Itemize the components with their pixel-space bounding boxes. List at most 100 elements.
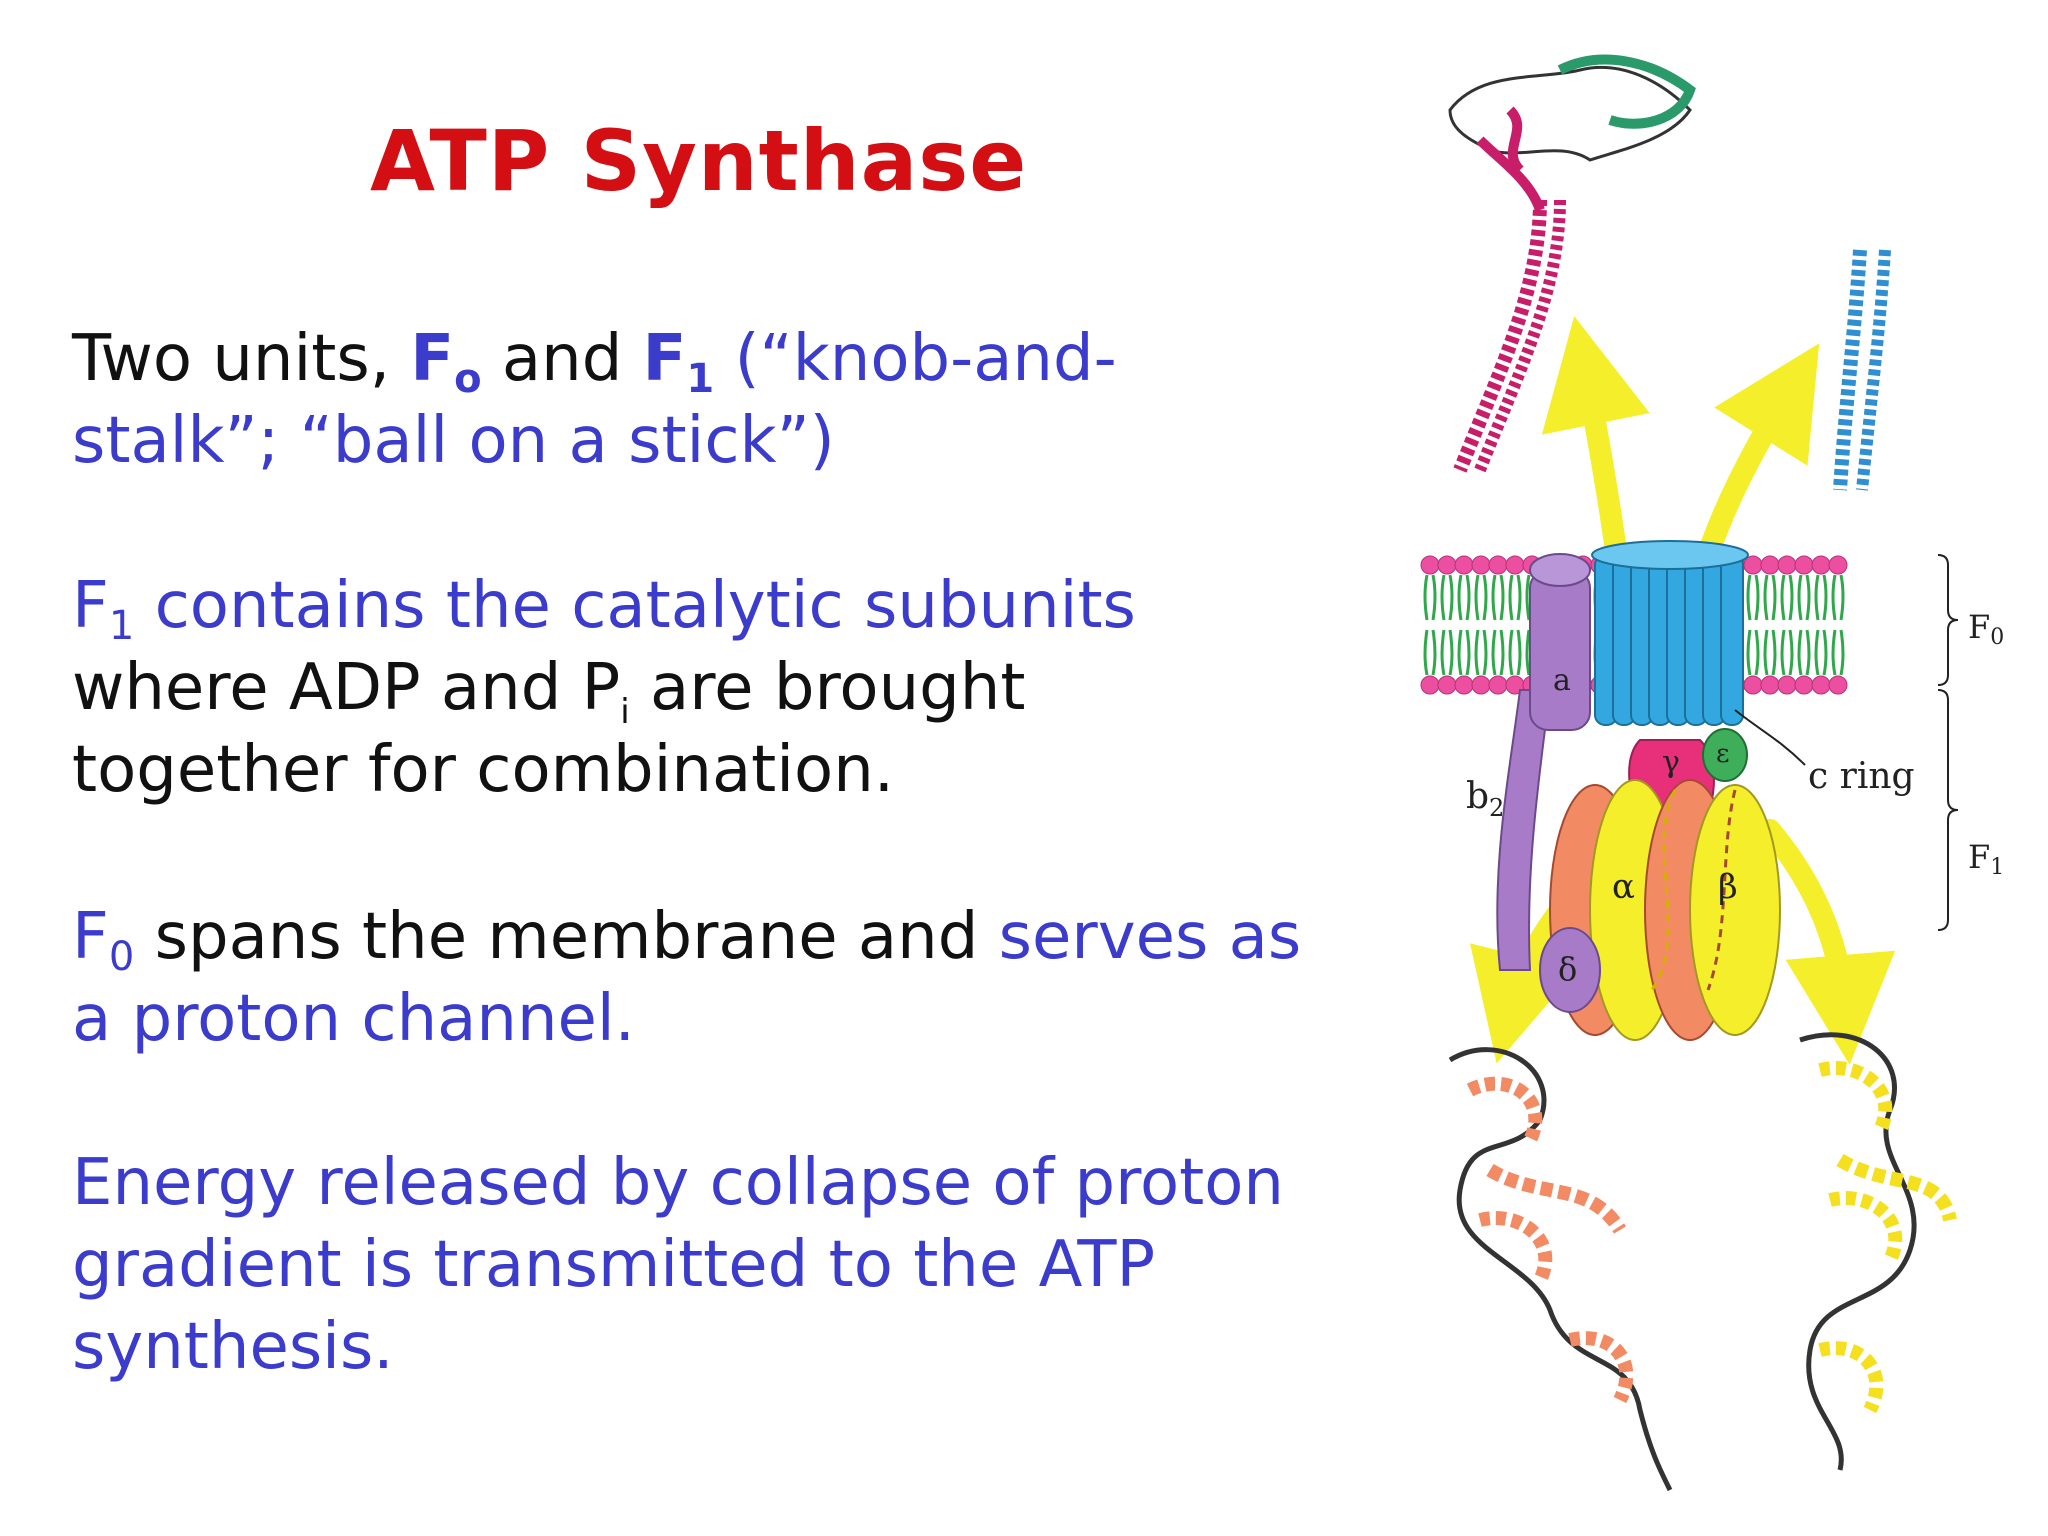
lipid-head	[1454, 555, 1474, 575]
lipid-tail	[1491, 629, 1505, 676]
lipid-head	[1794, 675, 1814, 695]
lipid-tail	[1831, 574, 1845, 621]
text-run: F	[1968, 608, 1990, 646]
subunit-a	[1496, 553, 1591, 971]
paragraph-line: synthesis.	[72, 1310, 394, 1384]
lipid-tail	[1457, 574, 1471, 621]
atp-synthase-diagram: a γ ε α β δ b2 c ring F0 F1	[1420, 54, 2004, 1492]
text-run: spans the membrane and	[134, 900, 999, 974]
text-run: serves as	[998, 900, 1302, 974]
lipid-tail	[1780, 574, 1794, 621]
label-b2: b2	[1466, 776, 1504, 822]
lipid-tail	[1491, 574, 1505, 621]
label-f1: F1	[1968, 838, 2004, 880]
lipid-head	[1471, 555, 1491, 575]
text-run: F	[410, 322, 455, 396]
lipid-head	[1488, 675, 1508, 695]
lipid-head	[1760, 555, 1780, 575]
epsilon-subunit	[1702, 728, 1748, 782]
label-beta: β	[1718, 867, 1738, 907]
label-f0: F0	[1968, 608, 2004, 650]
subscript: 0	[108, 934, 135, 980]
lipid-tail	[1440, 574, 1454, 621]
paragraph-line: stalk”; “ball on a stick”)	[72, 404, 835, 478]
text-run: and	[481, 322, 643, 396]
c-ring-helix	[1720, 554, 1744, 726]
c-ring-top	[1591, 540, 1749, 570]
lipid-head	[1488, 555, 1508, 575]
lipid-tail	[1763, 629, 1777, 676]
text-run: are brought	[629, 651, 1026, 725]
subscript: 1	[686, 356, 715, 402]
text-run: b	[1466, 776, 1489, 817]
c-ring-pointer	[1734, 709, 1806, 766]
lipid-tail	[1831, 629, 1845, 676]
text-run: F	[1968, 838, 1990, 876]
label-alpha: α	[1612, 867, 1635, 907]
subscript: o	[454, 356, 482, 402]
label-delta: δ	[1558, 950, 1577, 988]
text-run: F	[72, 900, 109, 974]
lipid-head	[1828, 675, 1848, 695]
lipid-tail	[1423, 574, 1437, 621]
text-run: F	[72, 569, 109, 643]
paragraph-f0: F0 spans the membrane and serves as a pr…	[72, 896, 1301, 1060]
lipid-head	[1828, 555, 1848, 575]
label-c-ring: c ring	[1808, 756, 1915, 797]
f1-label: F1	[642, 322, 715, 399]
text-run: F	[642, 322, 687, 396]
lipid-tail	[1508, 629, 1522, 676]
lipid-tail	[1763, 574, 1777, 621]
alpha-subunit-structure	[1448, 1047, 1673, 1492]
lipid-tail	[1474, 629, 1488, 676]
paragraph-line: gradient is transmitted to the ATP	[72, 1228, 1156, 1302]
label-gamma: γ	[1662, 745, 1680, 780]
text-run: contains the catalytic subunits	[134, 569, 1136, 643]
label-epsilon: ε	[1716, 739, 1729, 769]
lipid-tail	[1508, 574, 1522, 621]
lipid-tail	[1780, 629, 1794, 676]
paragraph-line: F0 spans the membrane and serves as	[72, 896, 1301, 978]
paragraph-energy: Energy released by collapse of proton gr…	[72, 1142, 1284, 1388]
lipid-head	[1811, 675, 1831, 695]
c-ring	[1591, 540, 1749, 726]
paragraph-line: a proton channel.	[72, 982, 635, 1056]
text-run: (“knob-and-	[714, 322, 1117, 396]
lipid-head	[1420, 675, 1440, 695]
label-a: a	[1553, 663, 1571, 698]
paragraph-f1: F1 contains the catalytic subunits where…	[72, 565, 1136, 811]
lipid-head	[1471, 675, 1491, 695]
lipid-head	[1420, 555, 1440, 575]
paragraph-line: Energy released by collapse of proton	[72, 1146, 1284, 1220]
subscript: i	[620, 692, 630, 732]
lipid-head	[1777, 555, 1797, 575]
lipid-head	[1777, 675, 1797, 695]
lipid-tail	[1814, 574, 1828, 621]
subscript: 0	[1990, 625, 2004, 650]
lipid-head	[1454, 675, 1474, 695]
lipid-tail	[1814, 629, 1828, 676]
f0-label: Fo	[410, 322, 481, 399]
lipid-tail	[1797, 574, 1811, 621]
paragraph-two-units: Two units, Fo and F1 (“knob-and- stalk”;…	[72, 318, 1117, 482]
subscript: 1	[1990, 855, 2004, 880]
lipid-head	[1743, 675, 1763, 695]
delta-subunit	[1539, 927, 1601, 1013]
text-run: Two units,	[72, 322, 411, 396]
brace-f0	[1937, 554, 1959, 686]
lipid-head	[1437, 555, 1457, 575]
lipid-head	[1505, 555, 1525, 575]
top-right-helices	[1833, 249, 1891, 491]
paragraph-line: together for combination.	[72, 733, 895, 807]
brace-f1	[1937, 689, 1959, 931]
lipid-tail	[1440, 629, 1454, 676]
lipid-tail	[1746, 574, 1760, 621]
paragraph-line: F1 contains the catalytic subunits	[72, 565, 1136, 647]
slide-title: ATP Synthase	[370, 112, 1028, 210]
top-protein-structure	[1448, 54, 1696, 473]
beta-subunit-structure	[1799, 1032, 1957, 1471]
lipid-tail	[1746, 629, 1760, 676]
lipid-head	[1760, 675, 1780, 695]
lipid-head	[1811, 555, 1831, 575]
subscript: 1	[108, 603, 135, 649]
